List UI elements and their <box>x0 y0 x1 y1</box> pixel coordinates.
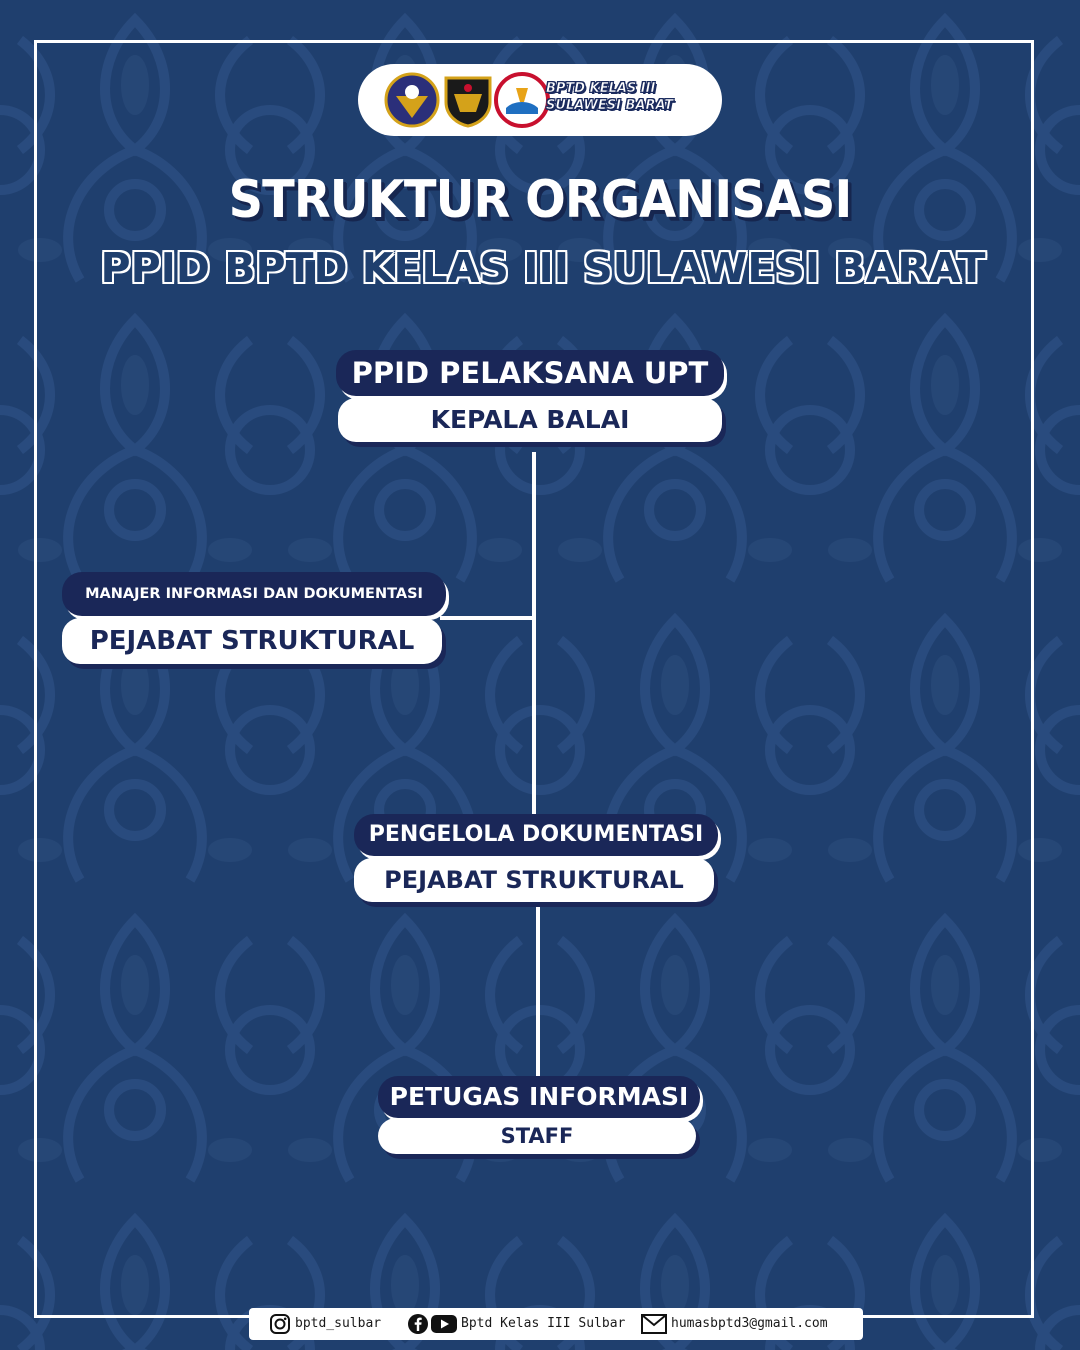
node-petugas-title: PETUGAS INFORMASI <box>378 1076 700 1118</box>
logo-text-line1: BPTD KELAS III <box>546 81 656 97</box>
logo-bptd-icon <box>494 72 550 128</box>
logo-bar: BPTD KELAS III SULAWESI BARAT <box>358 64 722 136</box>
page-subtitle: PPID BPTD KELAS III SULAWESI BARAT <box>100 244 986 292</box>
youtube-icon[interactable] <box>431 1315 457 1333</box>
node-pengelola-subtitle: PEJABAT STRUKTURAL <box>354 858 714 902</box>
logo-kemenhub-icon <box>384 72 440 128</box>
node-manajer-subtitle: PEJABAT STRUKTURAL <box>62 618 442 664</box>
node-manajer-title: MANAJER INFORMASI DAN DOKUMENTASI <box>62 572 446 616</box>
node-ppid-pelaksana-title: PPID PELAKSANA UPT <box>336 350 724 396</box>
connector-lower-vertical <box>536 906 540 1080</box>
logo-text: BPTD KELAS III SULAWESI BARAT <box>546 80 716 114</box>
node-petugas-subtitle: STAFF <box>378 1118 696 1154</box>
instagram-icon[interactable] <box>269 1313 291 1335</box>
connector-branch-horizontal <box>440 616 536 620</box>
page-title: STRUKTUR ORGANISASI <box>228 170 853 230</box>
node-pengelola-title: PENGELOLA DOKUMENTASI <box>354 814 718 856</box>
facebook-icon[interactable] <box>407 1313 429 1335</box>
node-ppid-pelaksana-subtitle: KEPALA BALAI <box>338 398 722 442</box>
connector-main-vertical <box>532 452 536 816</box>
footer-social-name[interactable]: Bptd Kelas III Sulbar <box>461 1316 626 1331</box>
logo-provinsi-icon <box>444 76 492 128</box>
logo-text-line2: SULAWESI BARAT <box>546 98 674 114</box>
footer-bar: bptd_sulbar Bptd Kelas III Sulbar humasb… <box>249 1308 863 1340</box>
footer-instagram-handle[interactable]: bptd_sulbar <box>295 1316 382 1331</box>
mail-icon[interactable] <box>641 1314 667 1334</box>
footer-email[interactable]: humasbptd3@gmail.com <box>671 1316 828 1331</box>
